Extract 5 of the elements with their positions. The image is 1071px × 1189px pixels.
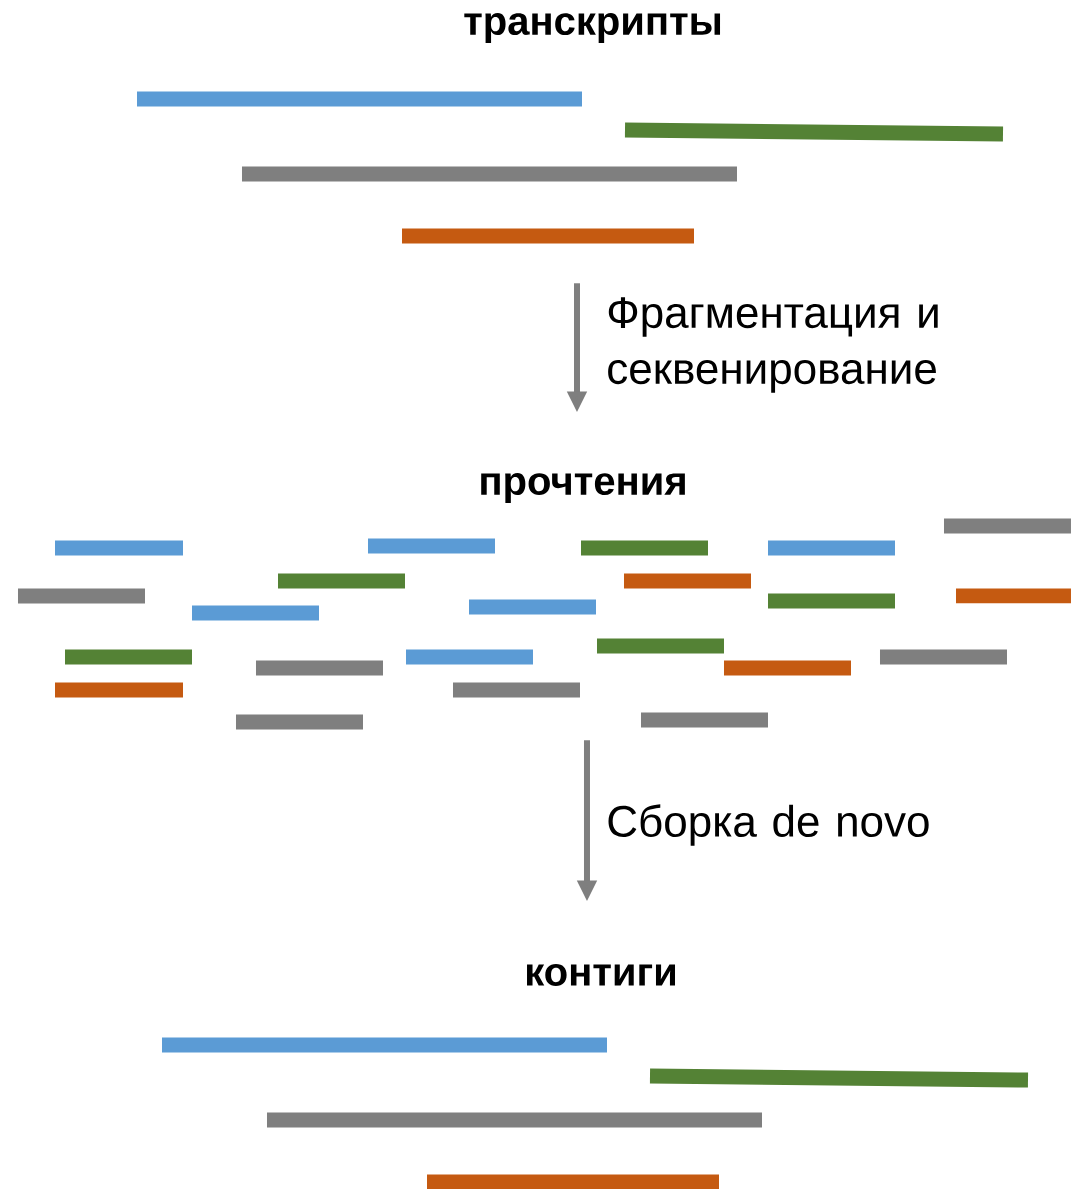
section-heading: прочтения (481, 473, 685, 503)
edge-label: Сборка de novo (608, 804, 929, 846)
edge-label: Фрагментация и секвенирование (608, 297, 938, 393)
section-heading: контиги (527, 964, 675, 986)
section-heading: транскрипты (464, 13, 721, 43)
